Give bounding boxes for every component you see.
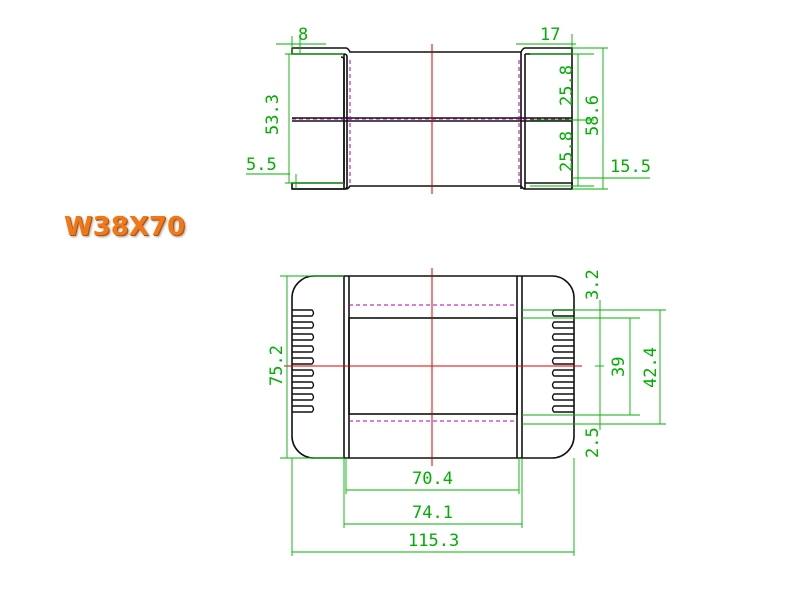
top-view-outline bbox=[291, 47, 573, 190]
right-fin-slot bbox=[551, 333, 574, 341]
dim-overall-width: 115.3 bbox=[408, 531, 459, 551]
dim-height-left: 53.3 bbox=[263, 94, 283, 135]
dim-mid-width: 74.1 bbox=[412, 503, 453, 523]
dim-flange-right: 17 bbox=[540, 25, 560, 45]
front-view bbox=[284, 268, 582, 466]
right-fin-slot bbox=[551, 345, 574, 353]
dim-offset-right: 15.5 bbox=[610, 157, 651, 177]
right-fin-slot bbox=[551, 357, 574, 365]
left-fins bbox=[292, 309, 315, 413]
right-fin-slot bbox=[551, 321, 574, 329]
left-fin-slot bbox=[292, 381, 315, 389]
top-view-dimension-lines bbox=[246, 34, 650, 190]
part-title: W38X70 bbox=[64, 212, 186, 242]
dim-lower-half: 25.8 bbox=[557, 131, 577, 172]
left-fin-slot bbox=[292, 333, 315, 341]
top-view bbox=[291, 44, 573, 194]
dim-window-height: 39 bbox=[609, 357, 629, 377]
left-fin-slot bbox=[292, 357, 315, 365]
dim-left-height: 75.2 bbox=[267, 345, 287, 386]
right-fins bbox=[551, 309, 574, 413]
dim-bottom-gap: 2.5 bbox=[583, 427, 603, 458]
dimension-labels: 8 17 53.3 5.5 25.8 25.8 58.6 15.5 3.2 39… bbox=[246, 25, 661, 551]
dim-flange-left: 8 bbox=[298, 25, 308, 45]
top-edge bbox=[292, 47, 573, 55]
dim-upper-half: 25.8 bbox=[557, 65, 577, 106]
outer-body bbox=[291, 275, 575, 459]
front-view-hidden bbox=[349, 304, 517, 422]
right-fin-slot bbox=[551, 309, 574, 317]
left-fin-slot bbox=[292, 369, 315, 377]
left-fin-slot bbox=[292, 309, 315, 317]
dim-top-gap: 3.2 bbox=[583, 269, 603, 300]
left-fin-slot bbox=[292, 405, 315, 413]
right-fin-slot bbox=[551, 381, 574, 389]
front-view-dimension-lines bbox=[280, 275, 666, 556]
dim-height-right: 58.6 bbox=[583, 95, 603, 136]
right-fin-slot bbox=[551, 369, 574, 377]
dim-outer-height: 42.4 bbox=[641, 347, 661, 388]
front-view-outline bbox=[291, 275, 575, 459]
left-fin-slot bbox=[292, 393, 315, 401]
left-fin-slot bbox=[292, 345, 315, 353]
left-fin-slot bbox=[292, 321, 315, 329]
dim-slot-left: 5.5 bbox=[246, 155, 277, 175]
right-fin-slot bbox=[551, 405, 574, 413]
right-fin-slot bbox=[551, 393, 574, 401]
dim-inner-width: 70.4 bbox=[412, 469, 453, 489]
front-view-centerlines bbox=[284, 268, 582, 466]
